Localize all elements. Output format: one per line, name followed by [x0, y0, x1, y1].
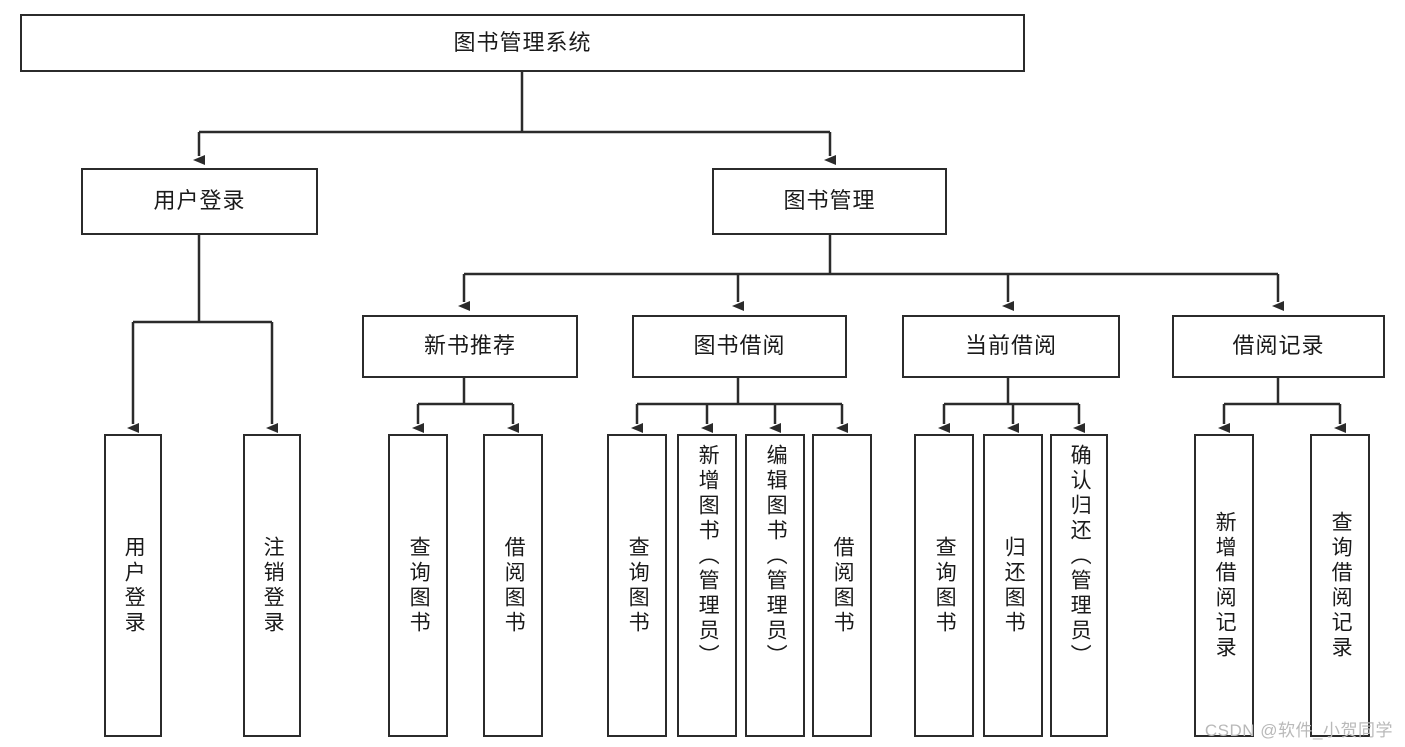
node-leaf-confirm-return[interactable]: 确认归还（管理员） [1050, 434, 1108, 737]
node-leaf-query-borrow-record[interactable]: 查询借阅记录 [1310, 434, 1370, 737]
node-label: 确认归还（管理员） [1068, 444, 1092, 669]
node-label: 借阅图书 [502, 535, 526, 636]
node-book-borrow[interactable]: 图书借阅 [632, 315, 847, 378]
node-label: 查询图书 [407, 535, 431, 636]
node-label: 归还图书 [1002, 535, 1026, 636]
node-leaf-query-book-borrow[interactable]: 查询图书 [607, 434, 667, 737]
node-label: 查询借阅记录 [1329, 510, 1353, 661]
node-label: 注销登录 [261, 535, 285, 636]
node-label: 查询图书 [933, 535, 957, 636]
node-label: 当前借阅 [964, 333, 1057, 359]
node-leaf-borrow-book[interactable]: 借阅图书 [812, 434, 872, 737]
node-leaf-add-borrow-record[interactable]: 新增借阅记录 [1194, 434, 1254, 737]
node-leaf-borrow-book-new-recommend[interactable]: 借阅图书 [483, 434, 543, 737]
node-label: 新增图书（管理员） [696, 444, 720, 669]
node-label: 借阅图书 [831, 535, 855, 636]
node-book-management[interactable]: 图书管理 [712, 168, 947, 235]
node-label: 借阅记录 [1232, 333, 1325, 359]
node-leaf-query-book-new-recommend[interactable]: 查询图书 [388, 434, 448, 737]
node-new-book-recommend[interactable]: 新书推荐 [362, 315, 578, 378]
node-leaf-logout-login[interactable]: 注销登录 [243, 434, 301, 737]
node-label: 新增借阅记录 [1213, 510, 1237, 661]
node-label: 用户登录 [122, 535, 146, 636]
node-leaf-query-book-current[interactable]: 查询图书 [914, 434, 974, 737]
node-leaf-return-book[interactable]: 归还图书 [983, 434, 1043, 737]
node-label: 编辑图书（管理员） [764, 444, 788, 669]
node-label: 查询图书 [626, 535, 650, 636]
node-leaf-add-book[interactable]: 新增图书（管理员） [677, 434, 737, 737]
node-label: 图书借阅 [693, 333, 786, 359]
node-book-management-system[interactable]: 图书管理系统 [20, 14, 1025, 72]
node-label: 图书管理 [783, 188, 876, 214]
node-leaf-user-login[interactable]: 用户登录 [104, 434, 162, 737]
node-label: 用户登录 [153, 188, 246, 214]
node-label: 图书管理系统 [453, 29, 592, 55]
node-borrow-record[interactable]: 借阅记录 [1172, 315, 1385, 378]
node-current-borrow[interactable]: 当前借阅 [902, 315, 1120, 378]
node-user-login[interactable]: 用户登录 [81, 168, 318, 235]
node-label: 新书推荐 [423, 333, 516, 359]
node-leaf-edit-book[interactable]: 编辑图书（管理员） [745, 434, 805, 737]
